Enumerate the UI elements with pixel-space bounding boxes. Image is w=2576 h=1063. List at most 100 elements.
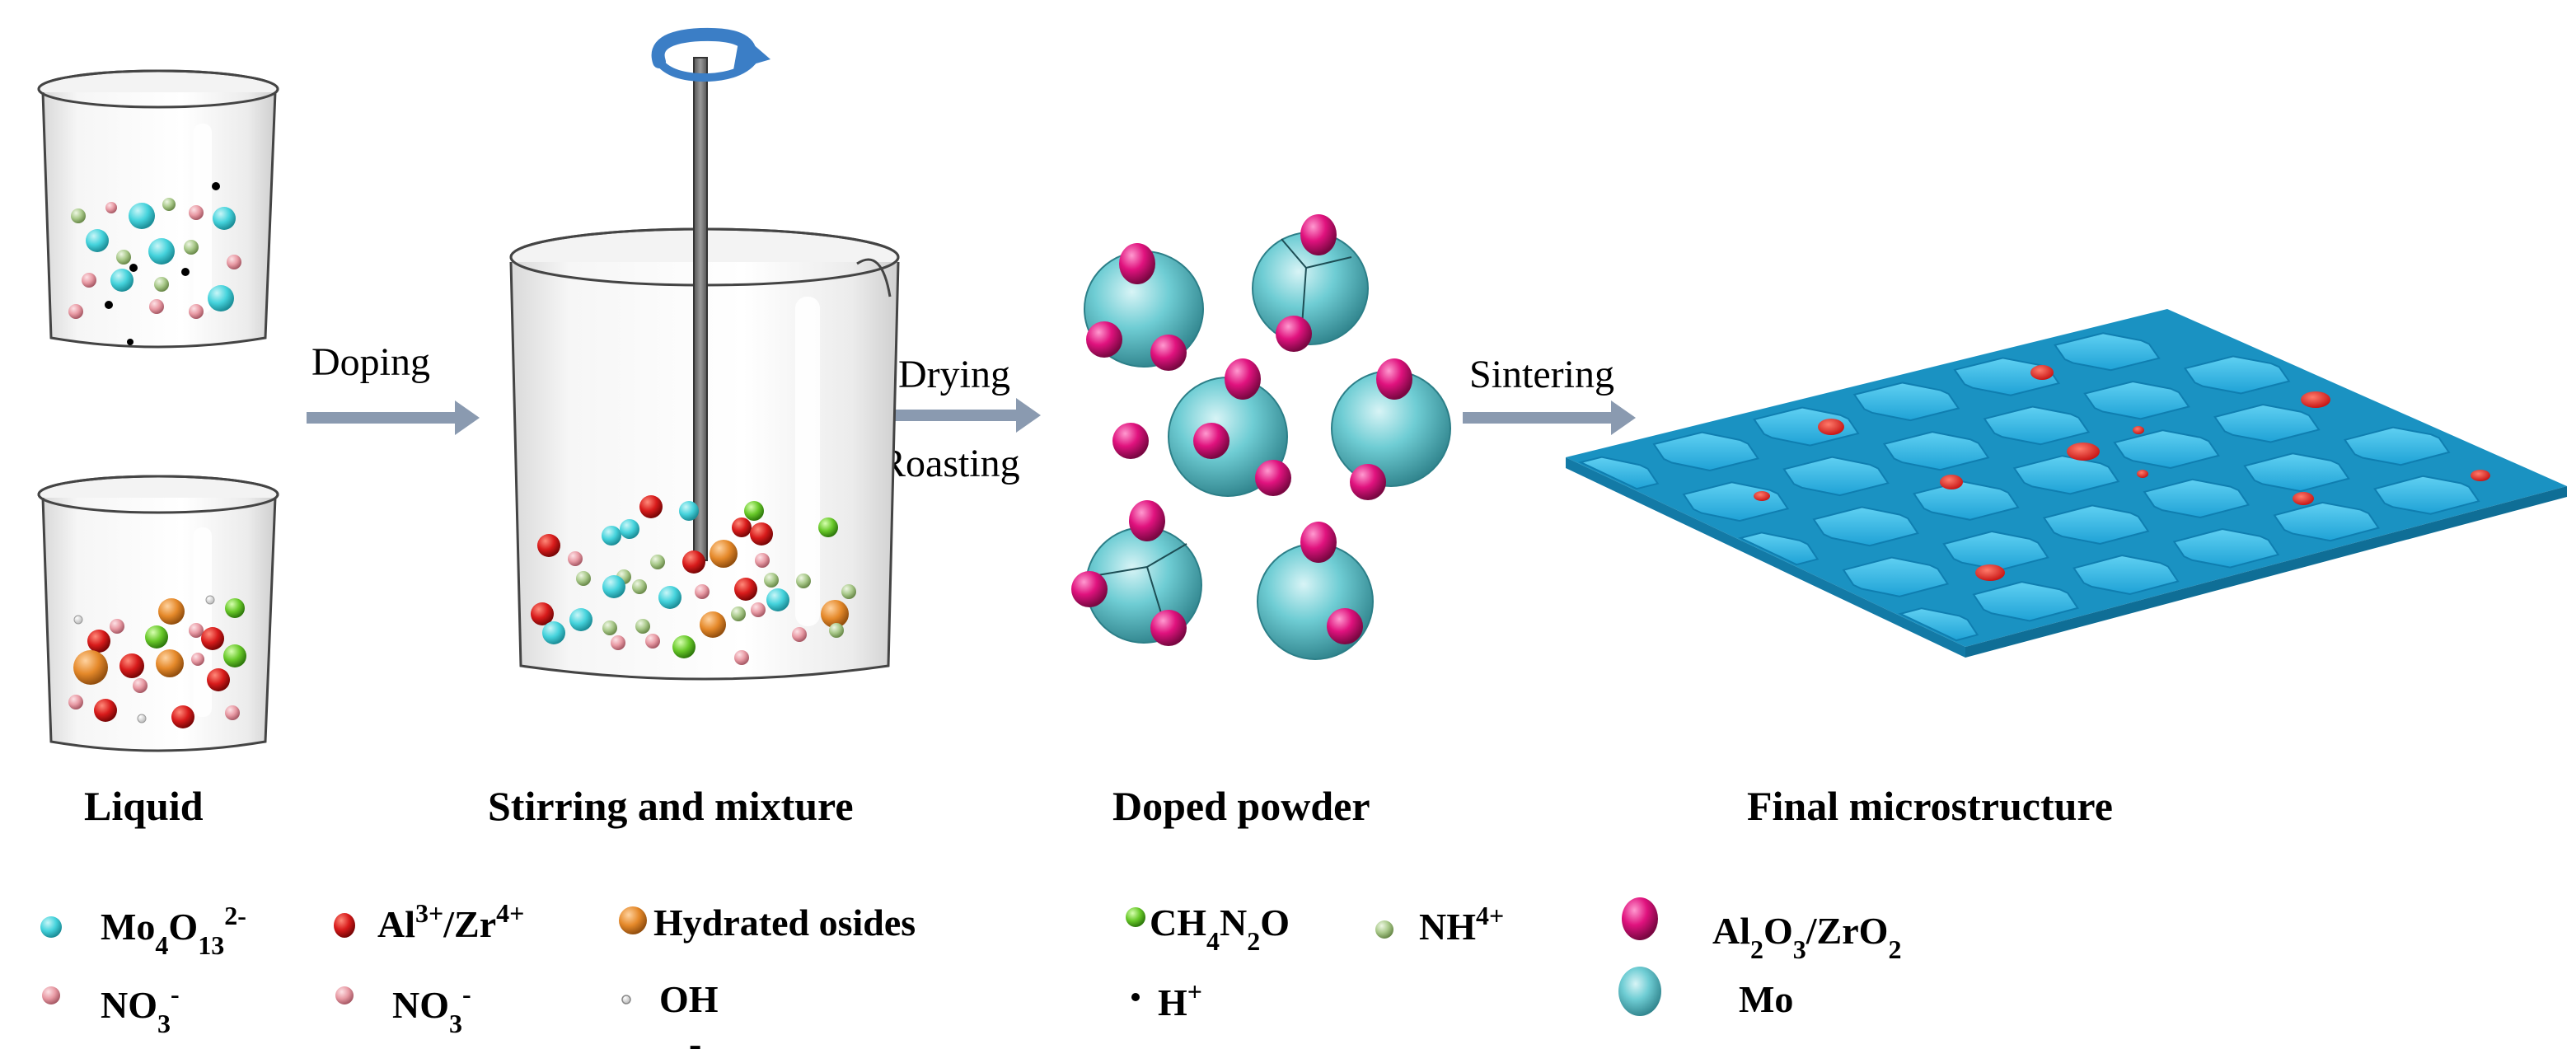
oxide-spot [1818, 419, 1844, 435]
al2o3-particle [1225, 358, 1261, 400]
stirring-particle [821, 600, 849, 628]
al2o3-particle [1300, 214, 1337, 255]
al2o3-particle [1350, 464, 1386, 500]
oxide-spot [2133, 426, 2144, 434]
stirring-particle [796, 574, 811, 588]
mo-grain [2054, 332, 2161, 372]
liquid-bottom-particle [68, 695, 83, 709]
mo-grain [2083, 380, 2190, 420]
al2o3-particle [1255, 460, 1291, 496]
legend-ch4n2o-label: CH4N2O [1150, 901, 1290, 956]
liquid-bottom-particle [207, 668, 230, 691]
mo-grain [1578, 456, 1660, 490]
liquid-bottom-particle [119, 653, 144, 678]
liquid-top-particle [129, 264, 138, 272]
liquid-bottom-particle [201, 627, 224, 650]
stirring-particle [602, 620, 617, 635]
stirring-particle [569, 608, 592, 631]
mo-grain [1898, 607, 1979, 642]
mo-grain [2143, 478, 2250, 519]
stirring-particle [602, 575, 625, 598]
oxide-spot [2301, 391, 2330, 408]
stirring-particle [672, 635, 696, 658]
stage-label-doped-powder: Doped powder [1112, 783, 1370, 829]
grain-boundary-line [1281, 238, 1352, 326]
stirring-particle [568, 551, 583, 566]
legend-no3-b-marker [335, 986, 354, 1004]
legend-no3-a-marker [42, 986, 60, 1004]
doping-label: Doping [311, 340, 430, 384]
sintering-arrow [1463, 400, 1636, 435]
al2o3-particle [1193, 423, 1229, 459]
liquid-bottom-particle [145, 625, 168, 649]
stirring-particle [620, 519, 639, 539]
stirring-particle [695, 584, 710, 599]
liquid-top-particle [110, 269, 133, 292]
mo-grain [2042, 504, 2150, 545]
stirring-particle [818, 517, 838, 537]
oxide-spot [1975, 564, 2005, 581]
stirring-particle [755, 553, 770, 568]
doping-arrow [307, 400, 480, 435]
liquid-top-particle [184, 240, 199, 255]
liquid-bottom-particle [191, 653, 204, 666]
mo-grain [2273, 501, 2380, 542]
legend-nh4-marker [1375, 920, 1393, 939]
legend-al-zr-label: Al3+/Zr4+ [377, 898, 524, 945]
liquid-bottom-particle [73, 650, 108, 685]
rotation-arrow-icon [651, 27, 770, 82]
legend-nh4-label: NH4+ [1419, 901, 1504, 948]
liquid-bottom-particle [223, 644, 246, 667]
liquid-top-particle [149, 299, 164, 314]
legend-mo-label: Mo [1739, 978, 1793, 1020]
stirring-particle [732, 517, 752, 537]
stirring-particle [734, 578, 757, 601]
liquid-top-particle [227, 255, 241, 269]
liquid-top-particle [68, 304, 83, 319]
roasting-label: Roasting [879, 442, 1020, 485]
final-microstructure-sheet [1566, 309, 2567, 658]
liquid-top-particle [129, 203, 155, 229]
liquid-bottom-particle [205, 595, 215, 605]
drying-label: Drying [898, 353, 1010, 396]
legend-no3-a-label: NO3- [101, 979, 180, 1038]
oxide-spot [2471, 470, 2490, 481]
stirring-particle [710, 540, 738, 568]
al2o3-particle [1376, 358, 1412, 400]
liquid-bottom-particle [189, 623, 204, 638]
al2o3-particle [1071, 571, 1108, 607]
legend-mo4o13-marker [40, 916, 62, 938]
mo-grain [2183, 355, 2291, 395]
stirring-particle [576, 571, 591, 586]
mo-grain [1852, 382, 1960, 422]
mo-grain [1972, 581, 2079, 622]
stirring-particle [744, 501, 764, 521]
liquid-bottom-particle [225, 598, 245, 618]
liquid-bottom-particle [156, 649, 184, 677]
al2o3-particle [1150, 610, 1187, 646]
oxide-spot [1754, 491, 1770, 501]
al2o3-particle [1086, 321, 1122, 358]
stirring-particle [841, 584, 856, 599]
al2o3-particle [1119, 243, 1155, 284]
liquid-bottom-particle [225, 705, 240, 720]
mo-grain [1882, 431, 1990, 471]
mo-grain [2172, 527, 2280, 569]
stirring-particle [734, 650, 749, 665]
stage-label-final: Final microstructure [1747, 783, 2113, 829]
mo-grain [1842, 556, 1950, 597]
stirring-particle [766, 588, 789, 611]
legend-ch4n2o-marker [1126, 907, 1145, 927]
liquid-top-particle [116, 250, 131, 265]
mo-grain [2373, 475, 2480, 515]
liquid-top-particle [105, 202, 117, 213]
liquid-top-particle [71, 208, 86, 223]
legend-oh-sub: - [689, 1023, 701, 1063]
mo-grain [2113, 429, 2220, 469]
oxide-spot [1940, 475, 1963, 489]
stirring-particle [639, 495, 663, 518]
liquid-top-particle [189, 205, 204, 220]
mo-grain [1983, 405, 2091, 446]
al2o3-particle [1150, 335, 1187, 371]
liquid-top-particle [208, 285, 234, 311]
